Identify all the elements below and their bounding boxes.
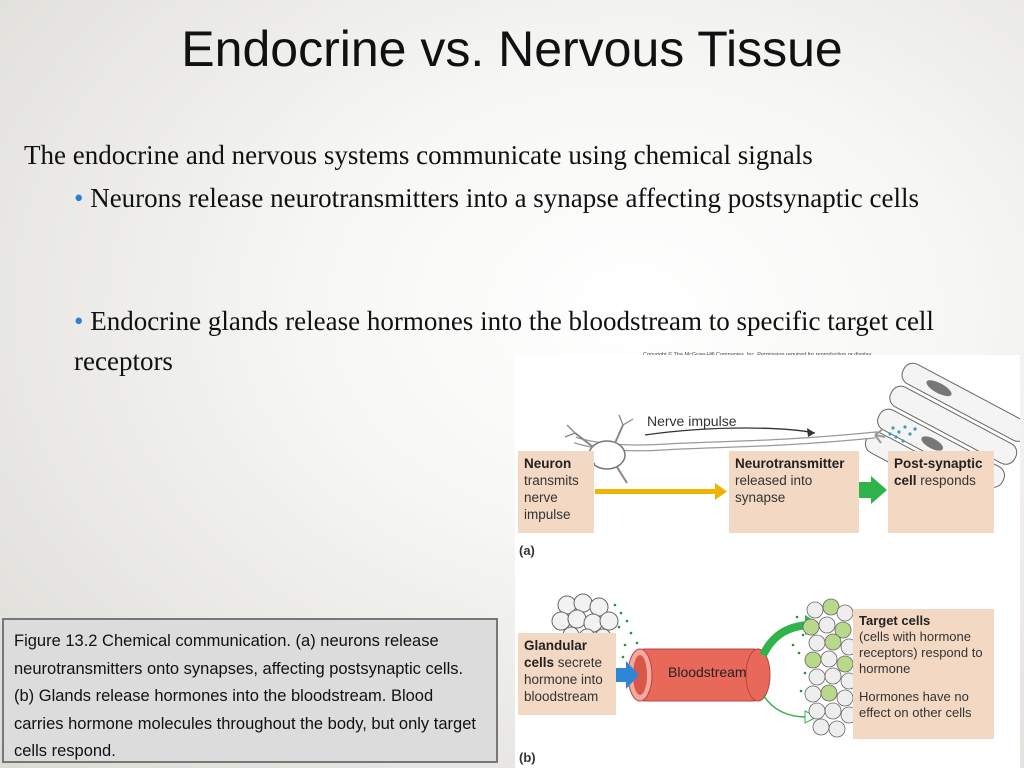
blue-arrow <box>616 668 628 682</box>
neuron-box-text: transmits nerve impulse <box>524 473 579 522</box>
neuron-box: Neuron transmits nerve impulse <box>518 451 594 533</box>
postsynaptic-box-text: responds <box>920 473 976 488</box>
intro-text: The endocrine and nervous systems commun… <box>24 140 813 170</box>
white-curved-arrow <box>762 694 808 718</box>
target-cells-box-text: (cells with hormone receptors) respond t… <box>859 629 983 676</box>
glandular-box-text: secrete hormone into bloodstream <box>524 655 603 704</box>
figure-illustration <box>515 355 1020 768</box>
bullet-text: Neurons release neurotransmitters into a… <box>90 183 919 213</box>
neuron-illustration <box>564 414 886 484</box>
neurotransmitter-box-title: Neurotransmitter <box>735 456 845 471</box>
yellow-arrow <box>595 489 715 494</box>
glandular-box-title: Glandular cells <box>524 638 588 670</box>
bullet-endocrine: • Endocrine glands release hormones into… <box>74 301 1024 381</box>
neuron-box-title: Neuron <box>524 456 572 471</box>
neurotransmitter-box-text: released into synapse <box>735 473 813 505</box>
target-cells-box-title: Target cells <box>859 613 931 628</box>
panel-b-label: (b) <box>519 750 536 765</box>
nerve-impulse-arrow <box>644 427 816 436</box>
panel-a-label: (a) <box>519 543 535 558</box>
bullet-text: Endocrine glands release hormones into t… <box>74 306 934 376</box>
neurotransmitter-box: Neurotransmitter released into synapse <box>729 451 859 533</box>
bullet-marker: • <box>74 306 84 336</box>
glandular-box: Glandular cells secrete hormone into blo… <box>518 633 616 715</box>
bloodstream-label: Bloodstream <box>668 664 747 680</box>
nerve-impulse-label: Nerve impulse <box>647 413 737 429</box>
slide-title: Endocrine vs. Nervous Tissue <box>181 21 843 77</box>
green-arrow <box>859 482 873 498</box>
bullet-marker: • <box>74 183 84 213</box>
other-cells-text: Hormones have no effect on other cells <box>859 689 972 720</box>
figure-caption: Figure 13.2 Chemical communication. (a) … <box>2 618 498 763</box>
green-curved-arrow <box>759 621 808 657</box>
blood-vessel <box>627 648 771 702</box>
postsynaptic-box-title: Post-synaptic cell <box>894 456 983 488</box>
bullet-neurons: • Neurons release neurotransmitters into… <box>74 178 1024 218</box>
postsynaptic-box: Post-synaptic cell responds <box>888 451 994 533</box>
target-cells-box: Target cells (cells with hormone recepto… <box>853 609 994 739</box>
target-cells-illustration <box>802 598 858 738</box>
